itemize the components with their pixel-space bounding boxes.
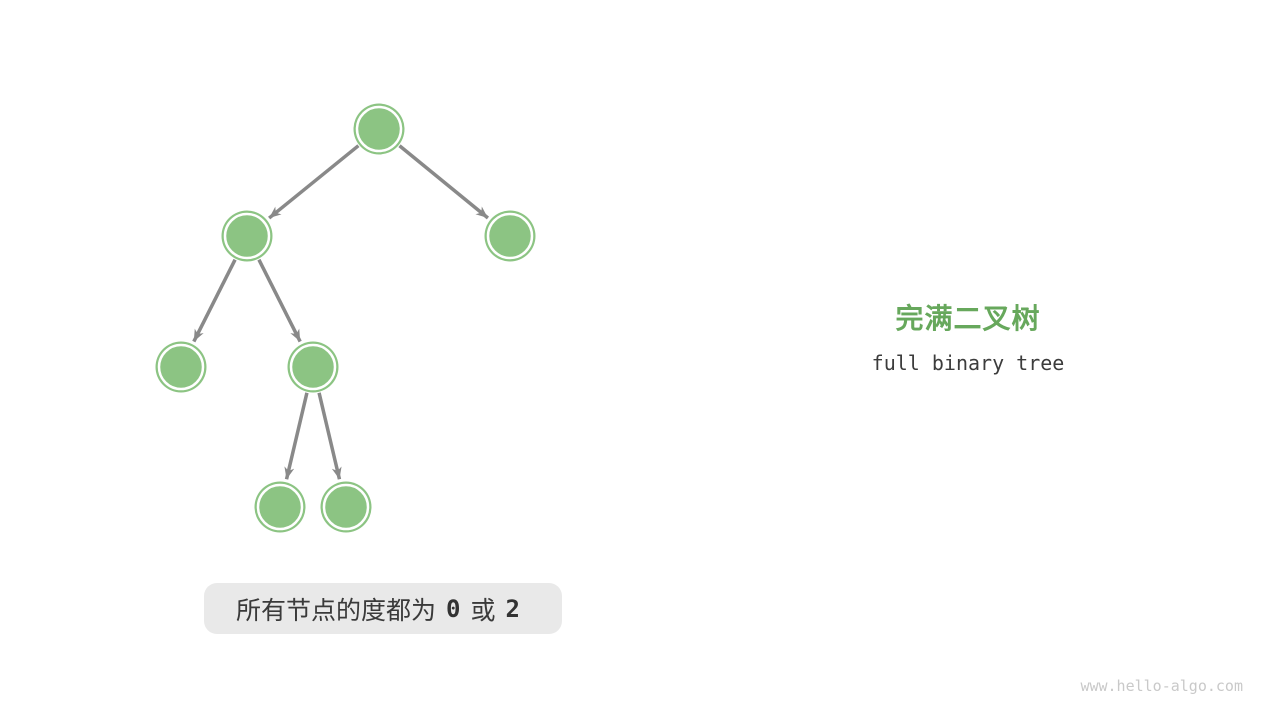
side-label: 完满二叉树 full binary tree bbox=[818, 297, 1118, 375]
binary-tree-diagram bbox=[155, 103, 536, 533]
diagram-title-zh: 完满二叉树 bbox=[895, 303, 1041, 334]
tree-node-left bbox=[221, 210, 273, 262]
tree-edge bbox=[268, 144, 360, 220]
caption-pill: 所有节点的度都为 0 或 2 bbox=[204, 583, 562, 634]
tree-node-root bbox=[353, 103, 405, 155]
caption-text: 所有节点的度都为 bbox=[236, 596, 437, 625]
tree-node-right bbox=[484, 210, 536, 262]
watermark: www.hello-algo.com bbox=[1080, 677, 1243, 695]
tree-node-lr-child bbox=[320, 481, 372, 533]
tree-node-left-left bbox=[155, 341, 207, 393]
tree-edge bbox=[317, 392, 342, 480]
tree-edge bbox=[257, 258, 302, 343]
caption-degree-zero: 0 bbox=[446, 594, 461, 623]
tree-node-left-right bbox=[287, 341, 339, 393]
caption-conjunction: 或 bbox=[470, 596, 496, 625]
tree-node-ll-child bbox=[254, 481, 306, 533]
caption-degree-two: 2 bbox=[505, 594, 520, 623]
tree-edge bbox=[192, 258, 237, 343]
tree-edge bbox=[398, 144, 490, 220]
tree-edge bbox=[284, 392, 309, 480]
diagram-title-en: full binary tree bbox=[871, 351, 1065, 375]
